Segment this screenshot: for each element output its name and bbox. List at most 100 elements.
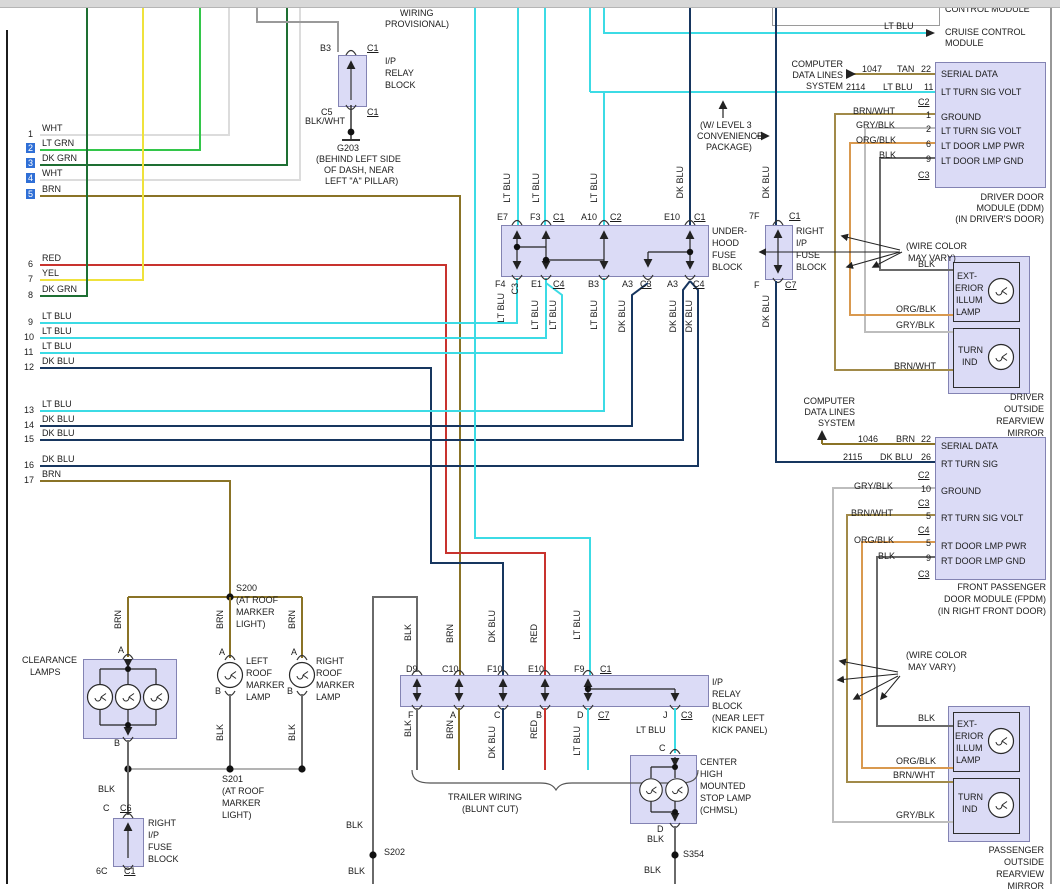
- p-ext-1: EXT-: [957, 719, 978, 729]
- ddm-pin1: 22: [921, 64, 932, 74]
- uh-bv-7: DK BLU: [684, 300, 694, 333]
- cdl-top-3: SYSTEM: [805, 81, 843, 91]
- chmsl-box: [630, 755, 697, 824]
- rip-name-4: BLOCK: [796, 262, 827, 272]
- rb-tp-f10: F10: [487, 664, 503, 674]
- cdl-bot-3: SYSTEM: [817, 418, 855, 428]
- cdl-bot-2: DATA LINES: [804, 407, 855, 417]
- uh-bp-a3b: A3: [667, 279, 679, 289]
- rb-tv-dkblu: DK BLU: [487, 610, 497, 643]
- fpdm-c2: C2: [918, 470, 930, 480]
- relaytop-c1b: C1: [367, 107, 379, 117]
- p-mirror-4: MIRROR: [1007, 881, 1045, 891]
- fpdm-vary-1: (WIRE COLOR: [906, 650, 968, 660]
- lmk-name-3: MARKER: [246, 680, 285, 690]
- p-brnwht: BRN/WHT: [893, 770, 935, 780]
- ripb-name-3: FUSE: [148, 842, 173, 852]
- row-3-num: 3: [26, 158, 36, 168]
- ddm-col2: LT BLU: [883, 82, 913, 92]
- row-8-color: DK GRN: [42, 284, 78, 294]
- chmsl-name-2: HIGH: [700, 769, 723, 779]
- ripb-name-4: BLOCK: [148, 854, 179, 864]
- row-9-color: LT BLU: [42, 311, 72, 321]
- level3-1: (W/ LEVEL 3: [700, 120, 752, 130]
- lmk-b: B: [215, 686, 222, 696]
- relaytop-b3: B3: [320, 43, 332, 53]
- rb-name-1: I/P: [712, 677, 724, 687]
- fpdm-w4: BLK: [878, 551, 896, 561]
- rip-vlabel-7f: DK BLU: [761, 166, 771, 199]
- rb-bp-d: D: [577, 710, 584, 720]
- d-turn-2: IND: [962, 357, 978, 367]
- chmsl-blk2: BLK: [644, 865, 662, 875]
- row-13-num: 13: [24, 405, 35, 415]
- d-brnwht: BRN/WHT: [894, 361, 936, 371]
- right-ip-fuse-block-top: [765, 225, 793, 280]
- lmk-a: A: [219, 647, 226, 657]
- cruise-wire-label: LT BLU: [884, 21, 914, 31]
- uh-bp-f4: F4: [495, 279, 506, 289]
- ddm-vary-1: (WIRE COLOR: [906, 241, 968, 251]
- row-16-color: DK BLU: [42, 454, 75, 464]
- ddm-c2: C2: [918, 97, 930, 107]
- ripb-name-2: I/P: [148, 830, 160, 840]
- fpdm-w1: GRY/BLK: [854, 481, 893, 491]
- row-7-num: 7: [28, 274, 34, 284]
- s200-note-3: LIGHT): [236, 619, 266, 629]
- control-module-label: CONTROL MODULE: [945, 4, 1030, 14]
- rip-name-2: I/P: [796, 238, 808, 248]
- g203-note-2: OF DASH, NEAR: [324, 165, 395, 175]
- rmk-name-3: MARKER: [316, 680, 355, 690]
- uh-bp-c4a: C4: [553, 279, 565, 289]
- row-17-color: BRN: [42, 469, 62, 479]
- rip-7f: 7F: [749, 211, 760, 221]
- p-mirror-3: REARVIEW: [996, 869, 1044, 879]
- s200-label: S200: [236, 583, 258, 593]
- ddm-w2: GRY/BLK: [856, 120, 895, 130]
- p-ext-3: ILLUM: [956, 743, 983, 753]
- uh-tp-c2: C2: [610, 212, 622, 222]
- ip-relay-block-top: [338, 55, 367, 107]
- lmk-blk: BLK: [215, 724, 225, 742]
- rb-tv-red: RED: [529, 624, 539, 644]
- top-note-1: WIRING: [400, 8, 434, 18]
- ddm-name-2: MODULE (DDM): [976, 203, 1045, 213]
- s202-label: S202: [384, 847, 406, 857]
- fpdm-ckt1: 1046: [858, 434, 879, 444]
- p-ext-2: ERIOR: [955, 731, 984, 741]
- g203-note-3: LEFT "A" PILLAR): [325, 176, 399, 186]
- ripb-6c: 6C: [96, 866, 108, 876]
- rmk-a: A: [291, 647, 298, 657]
- ddm-pin2: 11: [924, 82, 934, 92]
- driver-ext-illum-box: [953, 262, 1020, 322]
- underhood-fuse-block: [501, 225, 709, 277]
- chmsl-name-5: (CHMSL): [700, 805, 738, 815]
- right-ip-fuse-block-bottom: [113, 818, 144, 867]
- d-turn-1: TURN: [958, 345, 983, 355]
- rip-name-1: RIGHT: [796, 226, 824, 236]
- rb-tv-ltblu: LT BLU: [572, 610, 582, 640]
- ddm-w3: ORG/BLK: [856, 135, 897, 145]
- uh-name-2: HOOD: [712, 238, 739, 248]
- ddm-row6: LT DOOR LMP GND: [941, 156, 1024, 166]
- d-ext-4: LAMP: [956, 307, 981, 317]
- fpdm-pin2: 26: [921, 452, 932, 462]
- row-6-num: 6: [28, 259, 34, 269]
- p-mirror-2: OUTSIDE: [1003, 857, 1044, 867]
- rb-bv-blk: BLK: [403, 720, 413, 738]
- row-5-color: BRN: [42, 184, 62, 194]
- uh-tp-e10: E10: [664, 212, 681, 222]
- uh-tp-a10: A10: [581, 212, 598, 222]
- uh-bv-1: LT BLU: [496, 293, 506, 323]
- rb-tp-e10: E10: [528, 664, 545, 674]
- rb-name-2: RELAY: [712, 689, 741, 699]
- s202-blk2: BLK: [348, 866, 366, 876]
- ip-relay-block-bottom: [400, 675, 709, 707]
- uh-vlabel-f3: LT BLU: [531, 173, 541, 203]
- rb-bv-dkblu: DK BLU: [487, 726, 497, 759]
- p-gry: GRY/BLK: [896, 810, 935, 820]
- ddm-p3: 1: [926, 110, 932, 120]
- fpdm-col2: DK BLU: [880, 452, 913, 462]
- d-mirror-3: REARVIEW: [996, 416, 1044, 426]
- driver-turn-ind-box: [953, 328, 1020, 388]
